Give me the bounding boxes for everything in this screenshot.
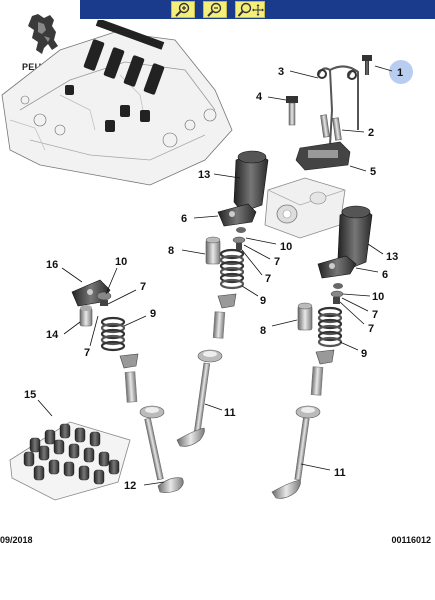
callout-10-center: 10 bbox=[280, 241, 292, 253]
callout-10-left: 10 bbox=[115, 256, 127, 268]
spring-seat-right bbox=[315, 349, 335, 365]
callout-9-left: 9 bbox=[150, 308, 156, 320]
valve-cotter-parts-left bbox=[232, 227, 246, 250]
callout-7-center-a: 7 bbox=[274, 256, 280, 268]
callout-8-right: 8 bbox=[260, 325, 266, 337]
callout-15: 15 bbox=[24, 389, 36, 401]
valve-guide-center bbox=[212, 311, 226, 339]
valve-part-11-right bbox=[271, 405, 321, 499]
valve-guide-right bbox=[310, 366, 324, 396]
bolt-part-4 bbox=[286, 96, 298, 126]
lion-icon bbox=[28, 14, 58, 54]
callout-8-left: 8 bbox=[168, 245, 174, 257]
callout-10-right: 10 bbox=[372, 291, 384, 303]
zoom-out-icon bbox=[207, 2, 222, 17]
rocker-arm-part-6-right bbox=[317, 255, 357, 279]
callout-6-left: 6 bbox=[181, 213, 187, 225]
valve-cotter-parts-right bbox=[330, 283, 344, 304]
lash-adjuster-part-13-left bbox=[233, 150, 269, 213]
valve-part-12 bbox=[139, 405, 184, 493]
callout-2: 2 bbox=[368, 127, 374, 139]
bracket-part-5 bbox=[295, 141, 351, 171]
callout-13-left: 13 bbox=[198, 169, 210, 181]
toolbar bbox=[80, 0, 435, 19]
camshaft-housing bbox=[264, 177, 346, 239]
valve-spring-part-9-right bbox=[317, 306, 343, 348]
oil-pipe-part-3 bbox=[317, 65, 359, 146]
callout-highlight bbox=[389, 60, 413, 84]
zoom-in-icon bbox=[175, 2, 190, 17]
valve-seal-set-part-15 bbox=[9, 421, 131, 501]
valve-part-11-center bbox=[176, 349, 223, 447]
lash-adjuster-part-14 bbox=[79, 305, 93, 327]
exploded-parts-diagram: 1 3 4 2 5 13 bbox=[1, 20, 413, 501]
callout-7-right-b: 7 bbox=[368, 323, 374, 335]
callout-9-right: 9 bbox=[361, 348, 367, 360]
valve-guide-left bbox=[124, 371, 138, 403]
valve-spring-part-9-center bbox=[219, 248, 245, 290]
reference-number: 00116012 bbox=[391, 535, 431, 545]
callout-11-right: 11 bbox=[334, 467, 346, 479]
valve-seal-part-8-right bbox=[297, 302, 313, 331]
valve-seal-part-8-left bbox=[205, 236, 221, 265]
zoom-pan-button[interactable] bbox=[235, 1, 265, 18]
lash-adjuster-part-13-right bbox=[337, 205, 373, 271]
callout-5: 5 bbox=[370, 166, 376, 178]
rocker-arm-part-6-left bbox=[217, 203, 257, 227]
valve-spring-part-9-left bbox=[100, 316, 126, 352]
callout-7-left-a: 7 bbox=[140, 281, 146, 293]
zoom-pan-icon bbox=[237, 2, 264, 17]
callout-7-left-b: 7 bbox=[84, 347, 90, 359]
callout-3: 3 bbox=[278, 66, 284, 78]
callout-16: 16 bbox=[46, 259, 58, 271]
publication-date: 09/2018 bbox=[0, 535, 33, 545]
callout-13-right: 13 bbox=[386, 251, 398, 263]
callout-7-center-b: 7 bbox=[265, 273, 271, 285]
valve-cotter-parts-left-assembly bbox=[96, 291, 112, 306]
callout-1: 1 bbox=[397, 67, 403, 79]
callout-9-center: 9 bbox=[260, 295, 266, 307]
zoom-in-button[interactable] bbox=[171, 1, 195, 18]
callout-6-right: 6 bbox=[382, 269, 388, 281]
bolt-part-2 bbox=[320, 114, 342, 141]
cylinder-head bbox=[1, 20, 233, 186]
callout-11-center: 11 bbox=[224, 407, 236, 419]
spring-seat-left bbox=[119, 353, 139, 369]
callout-12: 12 bbox=[124, 480, 136, 492]
screw-part-1 bbox=[362, 55, 372, 75]
callout-7-right-a: 7 bbox=[372, 309, 378, 321]
callout-4: 4 bbox=[256, 91, 263, 103]
spring-seat-center bbox=[217, 293, 237, 309]
zoom-out-button[interactable] bbox=[203, 1, 227, 18]
callout-14: 14 bbox=[46, 329, 59, 341]
